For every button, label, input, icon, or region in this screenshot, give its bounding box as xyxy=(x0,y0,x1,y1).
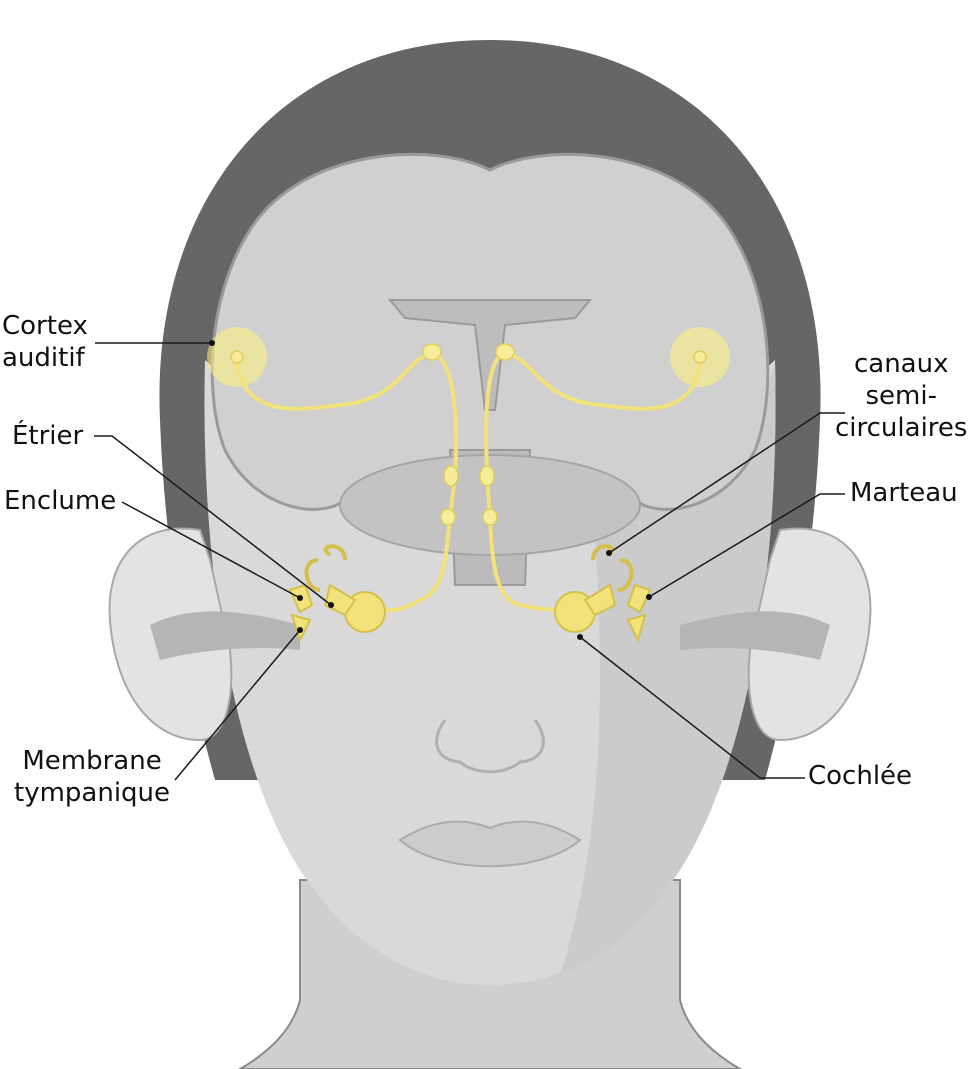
leader-dots xyxy=(209,340,652,640)
label-canaux-semi-circulaires: canaux semi- circulaires xyxy=(835,348,967,444)
label-canaux-line3: circulaires xyxy=(835,413,968,443)
inner-ear-right xyxy=(554,544,652,643)
leader-lines xyxy=(94,342,845,781)
label-cortex-line2: auditif xyxy=(2,343,85,373)
label-enclume: Enclume xyxy=(4,486,117,516)
lips xyxy=(398,820,582,868)
nose xyxy=(435,719,545,774)
ear-canal-left xyxy=(150,611,300,660)
ear-canal-right xyxy=(680,611,830,660)
label-cortex-line1: Cortex xyxy=(2,311,88,341)
label-canaux-line2: semi- xyxy=(865,381,937,411)
label-marteau: Marteau xyxy=(850,478,958,508)
label-canaux-line1: canaux xyxy=(853,349,949,379)
label-membrane-line1: Membrane xyxy=(22,746,162,776)
label-etrier: Étrier xyxy=(12,421,84,451)
label-membrane-tympanique: Membrane tympanique xyxy=(14,745,170,809)
auditory-pathway xyxy=(235,350,702,614)
label-membrane-line2: tympanique xyxy=(14,778,171,808)
ventricle xyxy=(387,299,593,411)
label-cortex-auditif: Cortex auditif xyxy=(2,310,88,374)
label-cochlee: Cochlée xyxy=(808,761,913,791)
nerve-nodes xyxy=(230,343,707,526)
